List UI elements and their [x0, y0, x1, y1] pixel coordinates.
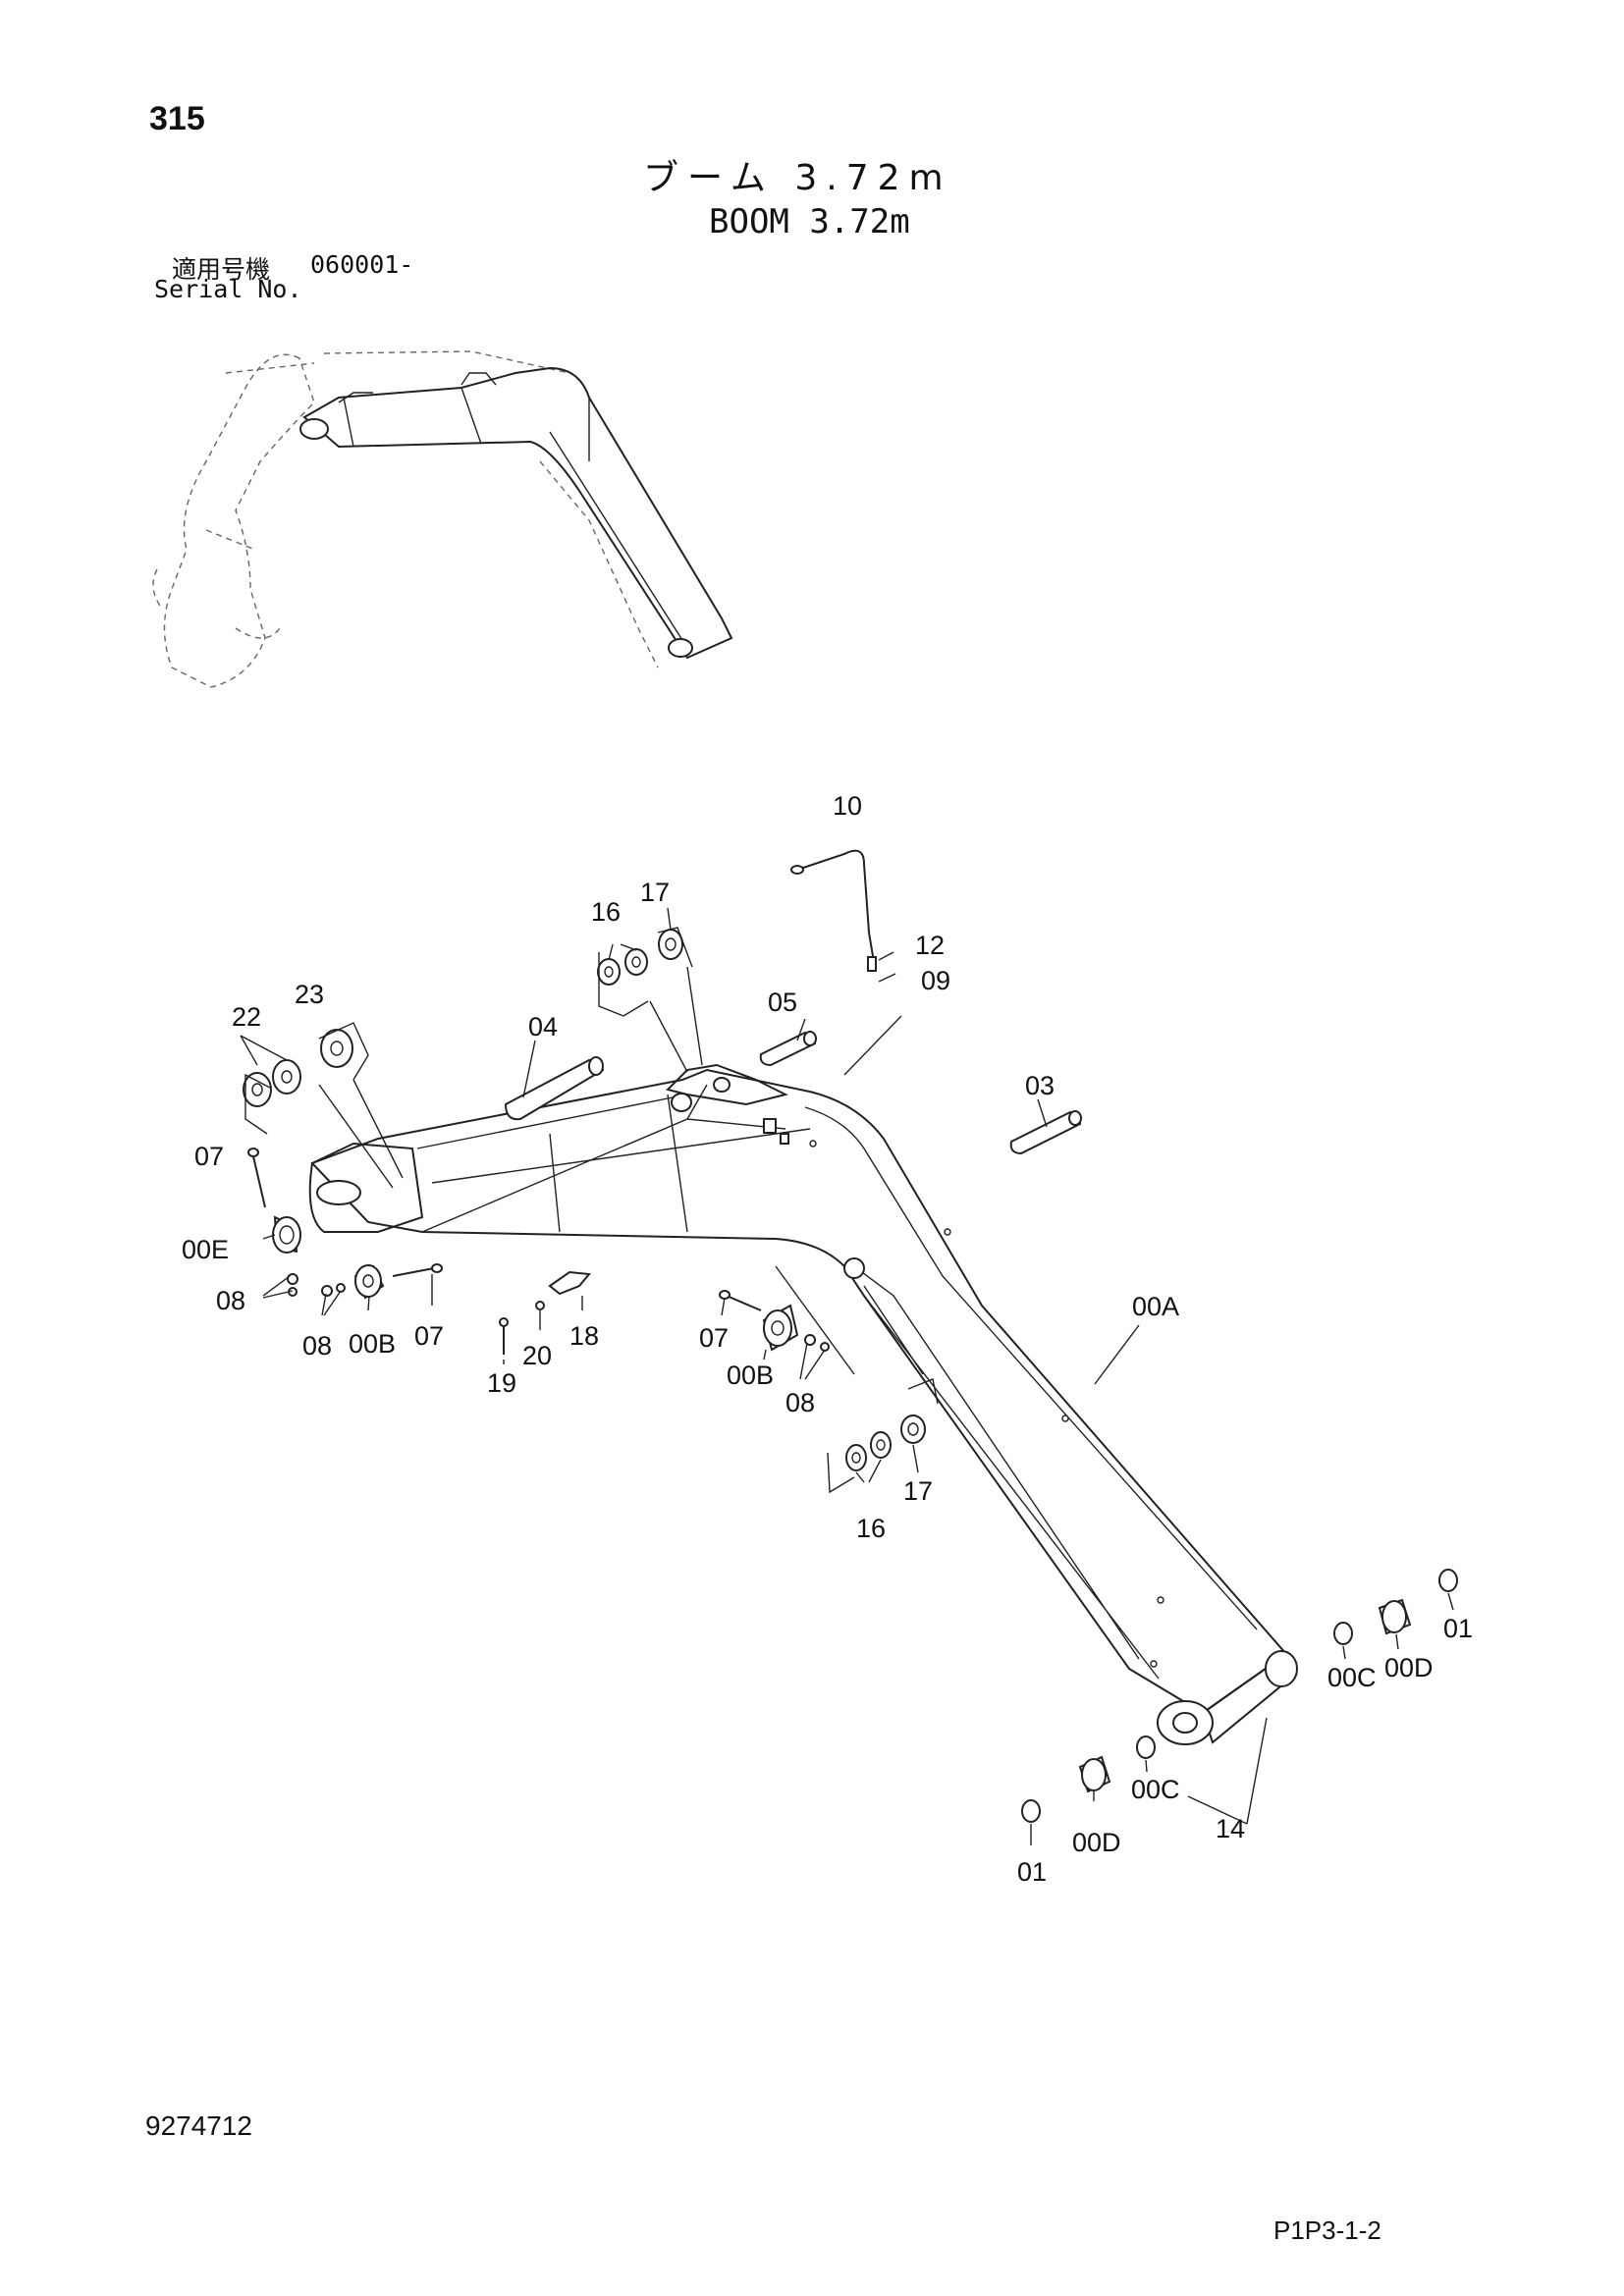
callout-14: 14	[1216, 1814, 1245, 1843]
boom-main-part	[308, 1063, 1298, 1745]
callout-00E: 00E	[182, 1235, 229, 1264]
serial-label-japanese: 適用号機	[172, 255, 271, 284]
callout-09: 09	[921, 966, 950, 995]
callout-04: 04	[528, 1012, 558, 1041]
callout-07-right: 07	[699, 1323, 729, 1353]
washer-17-top	[658, 929, 683, 960]
bushing-00B-right	[762, 1304, 799, 1352]
callout-08-left: 08	[216, 1286, 245, 1315]
washers-16-top	[597, 948, 648, 986]
washer-20	[535, 1301, 545, 1310]
callout-08-middle: 08	[302, 1331, 332, 1361]
callout-10: 10	[833, 791, 862, 821]
pin-05	[759, 1031, 817, 1067]
pin-03	[1009, 1110, 1082, 1155]
page-code: P1P3-1-2	[1273, 2216, 1381, 2245]
grease-hose-10	[790, 849, 877, 972]
callout-07-middle: 07	[414, 1321, 444, 1351]
document-number: 9274712	[145, 2110, 253, 2141]
clamp-18	[548, 1270, 591, 1296]
washer-23	[320, 1029, 353, 1068]
bolt-19	[499, 1317, 509, 1355]
callout-07-left: 07	[194, 1142, 224, 1171]
callout-00D-right: 00D	[1384, 1653, 1434, 1682]
callout-00C-left: 00C	[1131, 1775, 1180, 1804]
bushing-00E	[272, 1215, 301, 1254]
pin-04	[504, 1056, 605, 1121]
callout-08-right: 08	[785, 1388, 815, 1417]
washers-16-bottom	[845, 1431, 892, 1471]
washer-17-bottom	[900, 1415, 926, 1444]
callout-leaders	[240, 907, 1454, 1845]
bushing-00B-left	[353, 1264, 385, 1300]
callout-01-right: 01	[1443, 1614, 1473, 1643]
callout-22: 22	[232, 1002, 261, 1032]
nuts-08	[287, 1273, 830, 1352]
assembly-lines	[244, 927, 939, 1494]
callout-12: 12	[915, 931, 945, 960]
callout-20: 20	[522, 1341, 552, 1370]
serial-label: Serial No.	[154, 275, 302, 303]
callout-labels: 10 17 16 12 09 05 23 22 04 03 07 00E 08 …	[182, 791, 1473, 1887]
callout-05: 05	[768, 988, 797, 1017]
foot-parts-lower	[1021, 1735, 1156, 1823]
callout-00B-right: 00B	[727, 1361, 774, 1390]
foot-parts-upper	[1333, 1569, 1458, 1645]
page-title-japanese: ブーム 3.72m	[643, 158, 952, 198]
washers-22	[243, 1059, 301, 1107]
callout-00A: 00A	[1132, 1292, 1179, 1321]
page-number: 315	[149, 100, 205, 137]
callout-00C-right: 00C	[1327, 1663, 1377, 1692]
bolts-07	[247, 1148, 762, 1311]
callout-17-bottom: 17	[903, 1476, 933, 1506]
page-title: BOOM 3.72m	[709, 202, 910, 241]
callout-16-top: 16	[591, 897, 621, 927]
callout-00D-left: 00D	[1072, 1828, 1121, 1857]
callout-17-top: 17	[640, 878, 670, 907]
callout-23: 23	[295, 980, 324, 1009]
callout-18: 18	[569, 1321, 599, 1351]
callout-19: 19	[487, 1368, 516, 1398]
serial-number: 060001-	[310, 250, 414, 279]
callout-01-left: 01	[1017, 1857, 1047, 1887]
callout-16-bottom: 16	[856, 1514, 886, 1543]
callout-00B-left: 00B	[349, 1329, 396, 1359]
overview-illustration	[152, 350, 733, 688]
callout-03: 03	[1025, 1071, 1055, 1100]
